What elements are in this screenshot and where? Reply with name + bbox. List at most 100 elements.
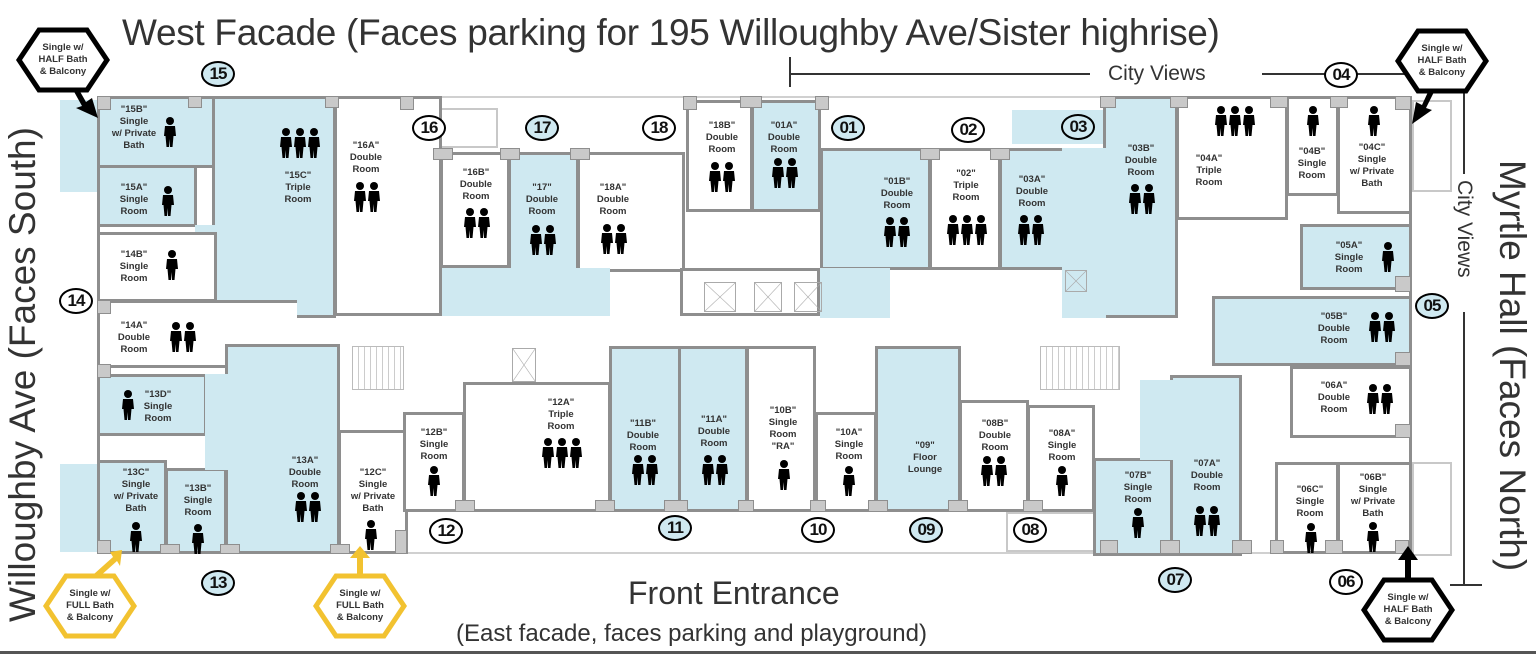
- elevator-3: [794, 282, 822, 312]
- room-02[interactable]: [929, 148, 1001, 270]
- suite-badge-18[interactable]: 18: [642, 115, 676, 141]
- suite-badge-07[interactable]: 07: [1158, 567, 1192, 593]
- person-icon: [293, 128, 307, 158]
- pier: [683, 96, 697, 110]
- person-icon: [165, 250, 179, 280]
- room-label-03A: "03A" Double Room: [1015, 174, 1049, 209]
- occupancy-11A: [701, 455, 729, 485]
- person-icon: [1242, 106, 1256, 136]
- room-15B[interactable]: [97, 96, 215, 168]
- person-icon: [555, 438, 569, 468]
- suite-badge-06[interactable]: 06: [1329, 569, 1363, 595]
- pier: [1100, 96, 1116, 108]
- stairwell-west: [352, 346, 404, 390]
- north-exterior-wall: [1409, 96, 1412, 554]
- pier: [1395, 276, 1411, 292]
- suite-badge-11[interactable]: 11: [658, 515, 692, 541]
- occupancy-13B: [191, 524, 205, 554]
- room-label-05A: "05A" Single Room: [1334, 240, 1364, 275]
- south-facade-title: Willoughby Ave (Faces South): [2, 127, 43, 622]
- occupancy-12B: [427, 466, 441, 496]
- occupancy-07B: [1131, 508, 1145, 538]
- person-icon: [883, 217, 897, 247]
- hexagon-icon: [1394, 28, 1490, 94]
- suite-badge-16[interactable]: 16: [412, 115, 446, 141]
- suite-badge-17[interactable]: 17: [525, 115, 559, 141]
- occupancy-12C: [364, 520, 378, 550]
- pier: [395, 530, 407, 554]
- room-label-07A: "07A" Double Room: [1190, 458, 1224, 493]
- pier: [1395, 96, 1411, 110]
- suite-badge-03[interactable]: 03: [1061, 114, 1095, 140]
- person-icon: [1142, 184, 1156, 214]
- occupancy-02: [946, 215, 988, 245]
- suite-badge-12[interactable]: 12: [429, 518, 463, 544]
- suite-badge-05[interactable]: 05: [1415, 293, 1449, 319]
- room-07A[interactable]: [1170, 375, 1242, 556]
- room-label-02: "02" Triple Room: [952, 168, 980, 203]
- person-icon: [1055, 466, 1069, 496]
- suite-badge-04[interactable]: 04: [1324, 62, 1358, 88]
- room-label-10A: "10A" Single Room: [834, 427, 864, 462]
- person-icon: [294, 492, 308, 522]
- room-label-17: "17" Double Room: [525, 182, 559, 217]
- room-13D[interactable]: [97, 374, 207, 436]
- occupancy-08B: [980, 456, 1008, 486]
- pier: [97, 364, 111, 378]
- person-icon: [543, 225, 557, 255]
- person-icon: [1381, 242, 1395, 272]
- room-12A[interactable]: [463, 382, 611, 512]
- city-views-right-line-bottom: [1463, 312, 1465, 585]
- suite-badge-01[interactable]: 01: [831, 115, 865, 141]
- room-label-04A: "04A" Triple Room: [1195, 153, 1223, 188]
- person-icon: [722, 162, 736, 192]
- person-icon: [364, 520, 378, 550]
- pier: [188, 96, 202, 108]
- room-01B[interactable]: [820, 148, 931, 270]
- pier: [97, 300, 111, 314]
- suite-badge-15[interactable]: 15: [201, 61, 235, 87]
- suite-badge-14[interactable]: 14: [59, 288, 93, 314]
- person-icon: [946, 215, 960, 245]
- person-icon: [701, 455, 715, 485]
- room-14B[interactable]: [97, 232, 217, 302]
- suite-badge-13[interactable]: 13: [201, 570, 235, 596]
- person-icon: [529, 225, 543, 255]
- occupancy-13C: [129, 522, 143, 552]
- room-08B[interactable]: [959, 400, 1029, 512]
- city-views-right-label: City Views: [1453, 180, 1476, 278]
- person-icon: [1128, 184, 1142, 214]
- room-12B[interactable]: [403, 412, 465, 512]
- suite-badge-10[interactable]: 10: [801, 517, 835, 543]
- room-15A[interactable]: [97, 165, 197, 227]
- occupancy-14A: [169, 322, 197, 352]
- hexagon-icon: [1360, 577, 1456, 643]
- pier: [810, 500, 826, 512]
- person-icon: [163, 117, 177, 147]
- occupancy-06B: [1366, 522, 1380, 552]
- shaft-03: [1065, 270, 1087, 292]
- occupancy-12A: [541, 438, 583, 468]
- room-label-14B: "14B" Single Room: [119, 249, 149, 284]
- room-11A[interactable]: [678, 346, 748, 512]
- occupancy-01B: [883, 217, 911, 247]
- occupancy-13A: [294, 492, 322, 522]
- room-09[interactable]: [875, 346, 961, 512]
- pier: [868, 500, 888, 512]
- suite-badge-08[interactable]: 08: [1013, 517, 1047, 543]
- room-01A[interactable]: [751, 100, 821, 212]
- person-icon: [1366, 522, 1380, 552]
- west-facade-title: West Facade (Faces parking for 195 Willo…: [122, 12, 1220, 53]
- room-18B[interactable]: [686, 100, 753, 212]
- person-icon: [1031, 215, 1045, 245]
- room-label-08B: "08B" Double Room: [978, 418, 1012, 453]
- room-18A[interactable]: [577, 152, 685, 272]
- room-13A[interactable]: [225, 344, 340, 554]
- suite-badge-09[interactable]: 09: [909, 517, 943, 543]
- person-icon: [1367, 106, 1381, 136]
- room-07B[interactable]: [1093, 458, 1173, 556]
- elevator-2: [754, 282, 782, 312]
- suite-badge-02[interactable]: 02: [951, 117, 985, 143]
- pier: [1395, 424, 1411, 438]
- person-icon: [129, 522, 143, 552]
